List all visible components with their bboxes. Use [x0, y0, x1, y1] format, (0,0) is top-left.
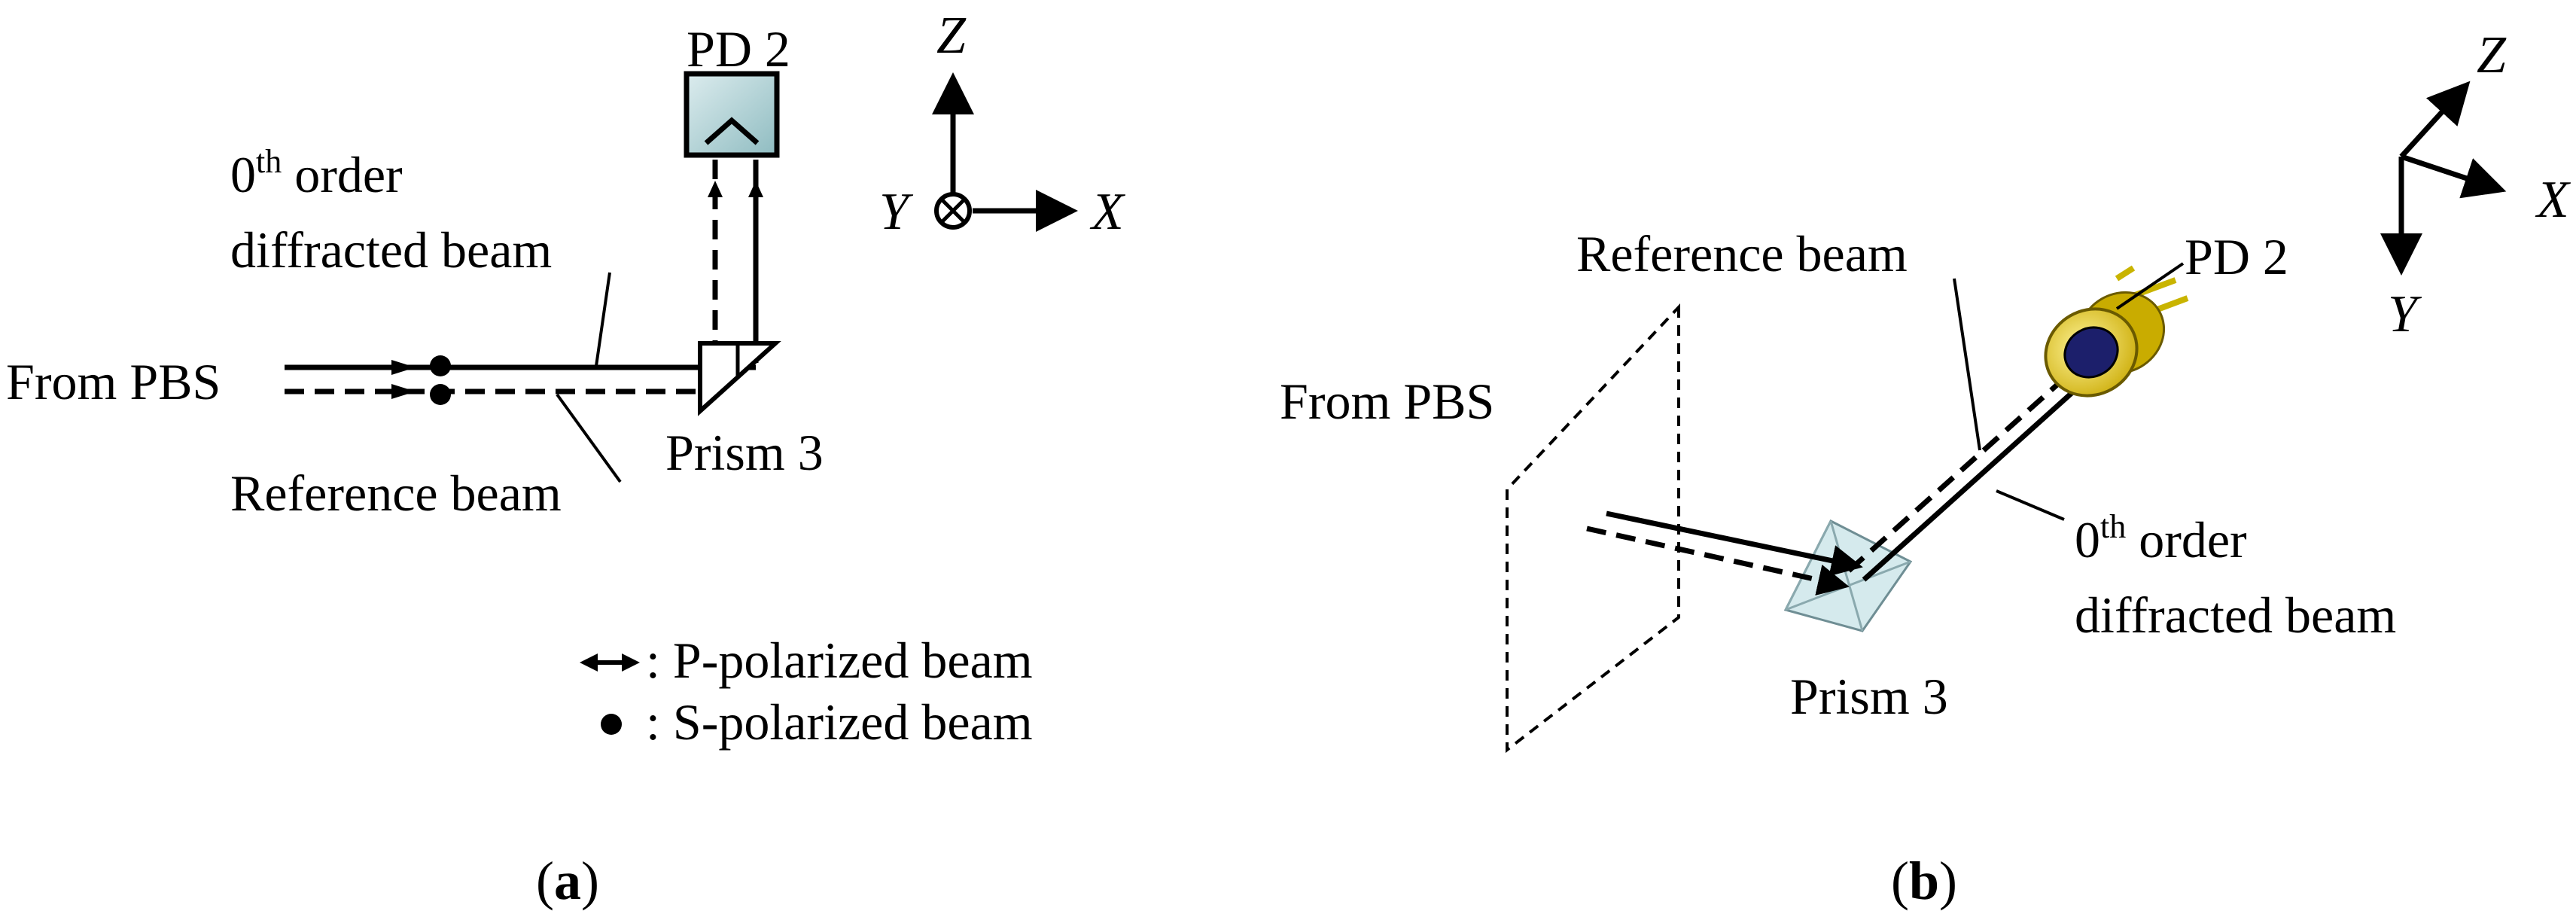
pd2-leader-b — [2115, 262, 2185, 310]
caption-a-close: ) — [581, 851, 599, 911]
outgoing-solid-beam-b — [1862, 364, 2105, 582]
caption-a-letter: a — [554, 851, 581, 911]
caption-b-open: ( — [1891, 851, 1909, 911]
axis-y-label-a: Y — [879, 183, 914, 241]
axis-x-label-b: X — [2535, 171, 2571, 229]
s-polarized-dot-1 — [430, 355, 451, 376]
axes-b — [2380, 81, 2507, 276]
reference-beam-leader-b — [1953, 278, 1981, 451]
from-pbs-label-b: From PBS — [1280, 373, 1494, 430]
p-polarized-marker-right-1 — [391, 360, 416, 375]
axis-z-label-b: Z — [2477, 26, 2507, 84]
legend-p-polarized-text: : P-polarized beam — [646, 632, 1033, 689]
axis-x-label-a: X — [1089, 183, 1126, 241]
outgoing-dashed-beam-b — [1847, 355, 2091, 573]
incoming-solid-beam-b — [1606, 510, 1863, 577]
zeroth-order-label-b-line1: 0th order — [2075, 508, 2247, 568]
photodetector-pd2 — [684, 71, 780, 158]
zeroth-order-number: 0 — [230, 146, 256, 203]
axis-z-label-a: Z — [936, 7, 967, 65]
reference-beam-label-b: Reference beam — [1576, 225, 1908, 282]
photodetector-pd2-3d — [2044, 265, 2189, 398]
pd2-label-b: PD 2 — [2185, 228, 2288, 285]
axis-y-label-b: Y — [2388, 285, 2422, 343]
zeroth-order-word-b: order — [2126, 511, 2247, 568]
p-polarized-marker-right-2 — [391, 384, 416, 399]
s-polarized-dot-2 — [430, 384, 451, 405]
reference-beam-label: Reference beam — [230, 465, 562, 522]
panel-a: PD 2 Prism 3 0th order diffracted beam F… — [6, 7, 1126, 911]
prism-3-label: Prism 3 — [665, 424, 824, 481]
prism-3-label-b: Prism 3 — [1790, 668, 1948, 725]
zeroth-order-leader — [595, 272, 611, 367]
zeroth-order-word: order — [282, 146, 403, 203]
caption-a: (a) — [536, 851, 599, 911]
zeroth-order-label-line1: 0th order — [230, 143, 403, 203]
caption-b: (b) — [1891, 851, 1957, 911]
zeroth-order-number-b: 0 — [2075, 511, 2100, 568]
panel-b: Reference beam PD 2 From PBS 0th order d… — [1280, 26, 2571, 911]
zeroth-order-superscript-b: th — [2100, 508, 2126, 545]
p-polarized-marker-up-right — [748, 181, 763, 197]
caption-b-close: ) — [1939, 851, 1957, 911]
legend-s-polarized-text: : S-polarized beam — [646, 693, 1033, 751]
p-polarized-marker-up-left — [708, 181, 723, 197]
zeroth-order-superscript: th — [256, 143, 282, 180]
prism-3 — [698, 341, 781, 416]
axes-a — [932, 72, 1078, 232]
reference-beam-leader — [556, 393, 622, 483]
caption-a-open: ( — [536, 851, 554, 911]
zeroth-order-leader-b — [1996, 489, 2065, 521]
pd2-label: PD 2 — [687, 20, 790, 78]
zeroth-order-label-b-line2: diffracted beam — [2075, 586, 2396, 644]
caption-b-letter: b — [1909, 851, 1939, 911]
legend-s-polarized-symbol — [601, 714, 622, 735]
zeroth-order-label-line2: diffracted beam — [230, 221, 552, 279]
from-pbs-label: From PBS — [6, 353, 221, 410]
pbs-plane-outline — [1506, 303, 1680, 754]
incoming-dashed-beam-b — [1586, 525, 1850, 596]
legend-p-polarized-symbol — [580, 653, 640, 672]
